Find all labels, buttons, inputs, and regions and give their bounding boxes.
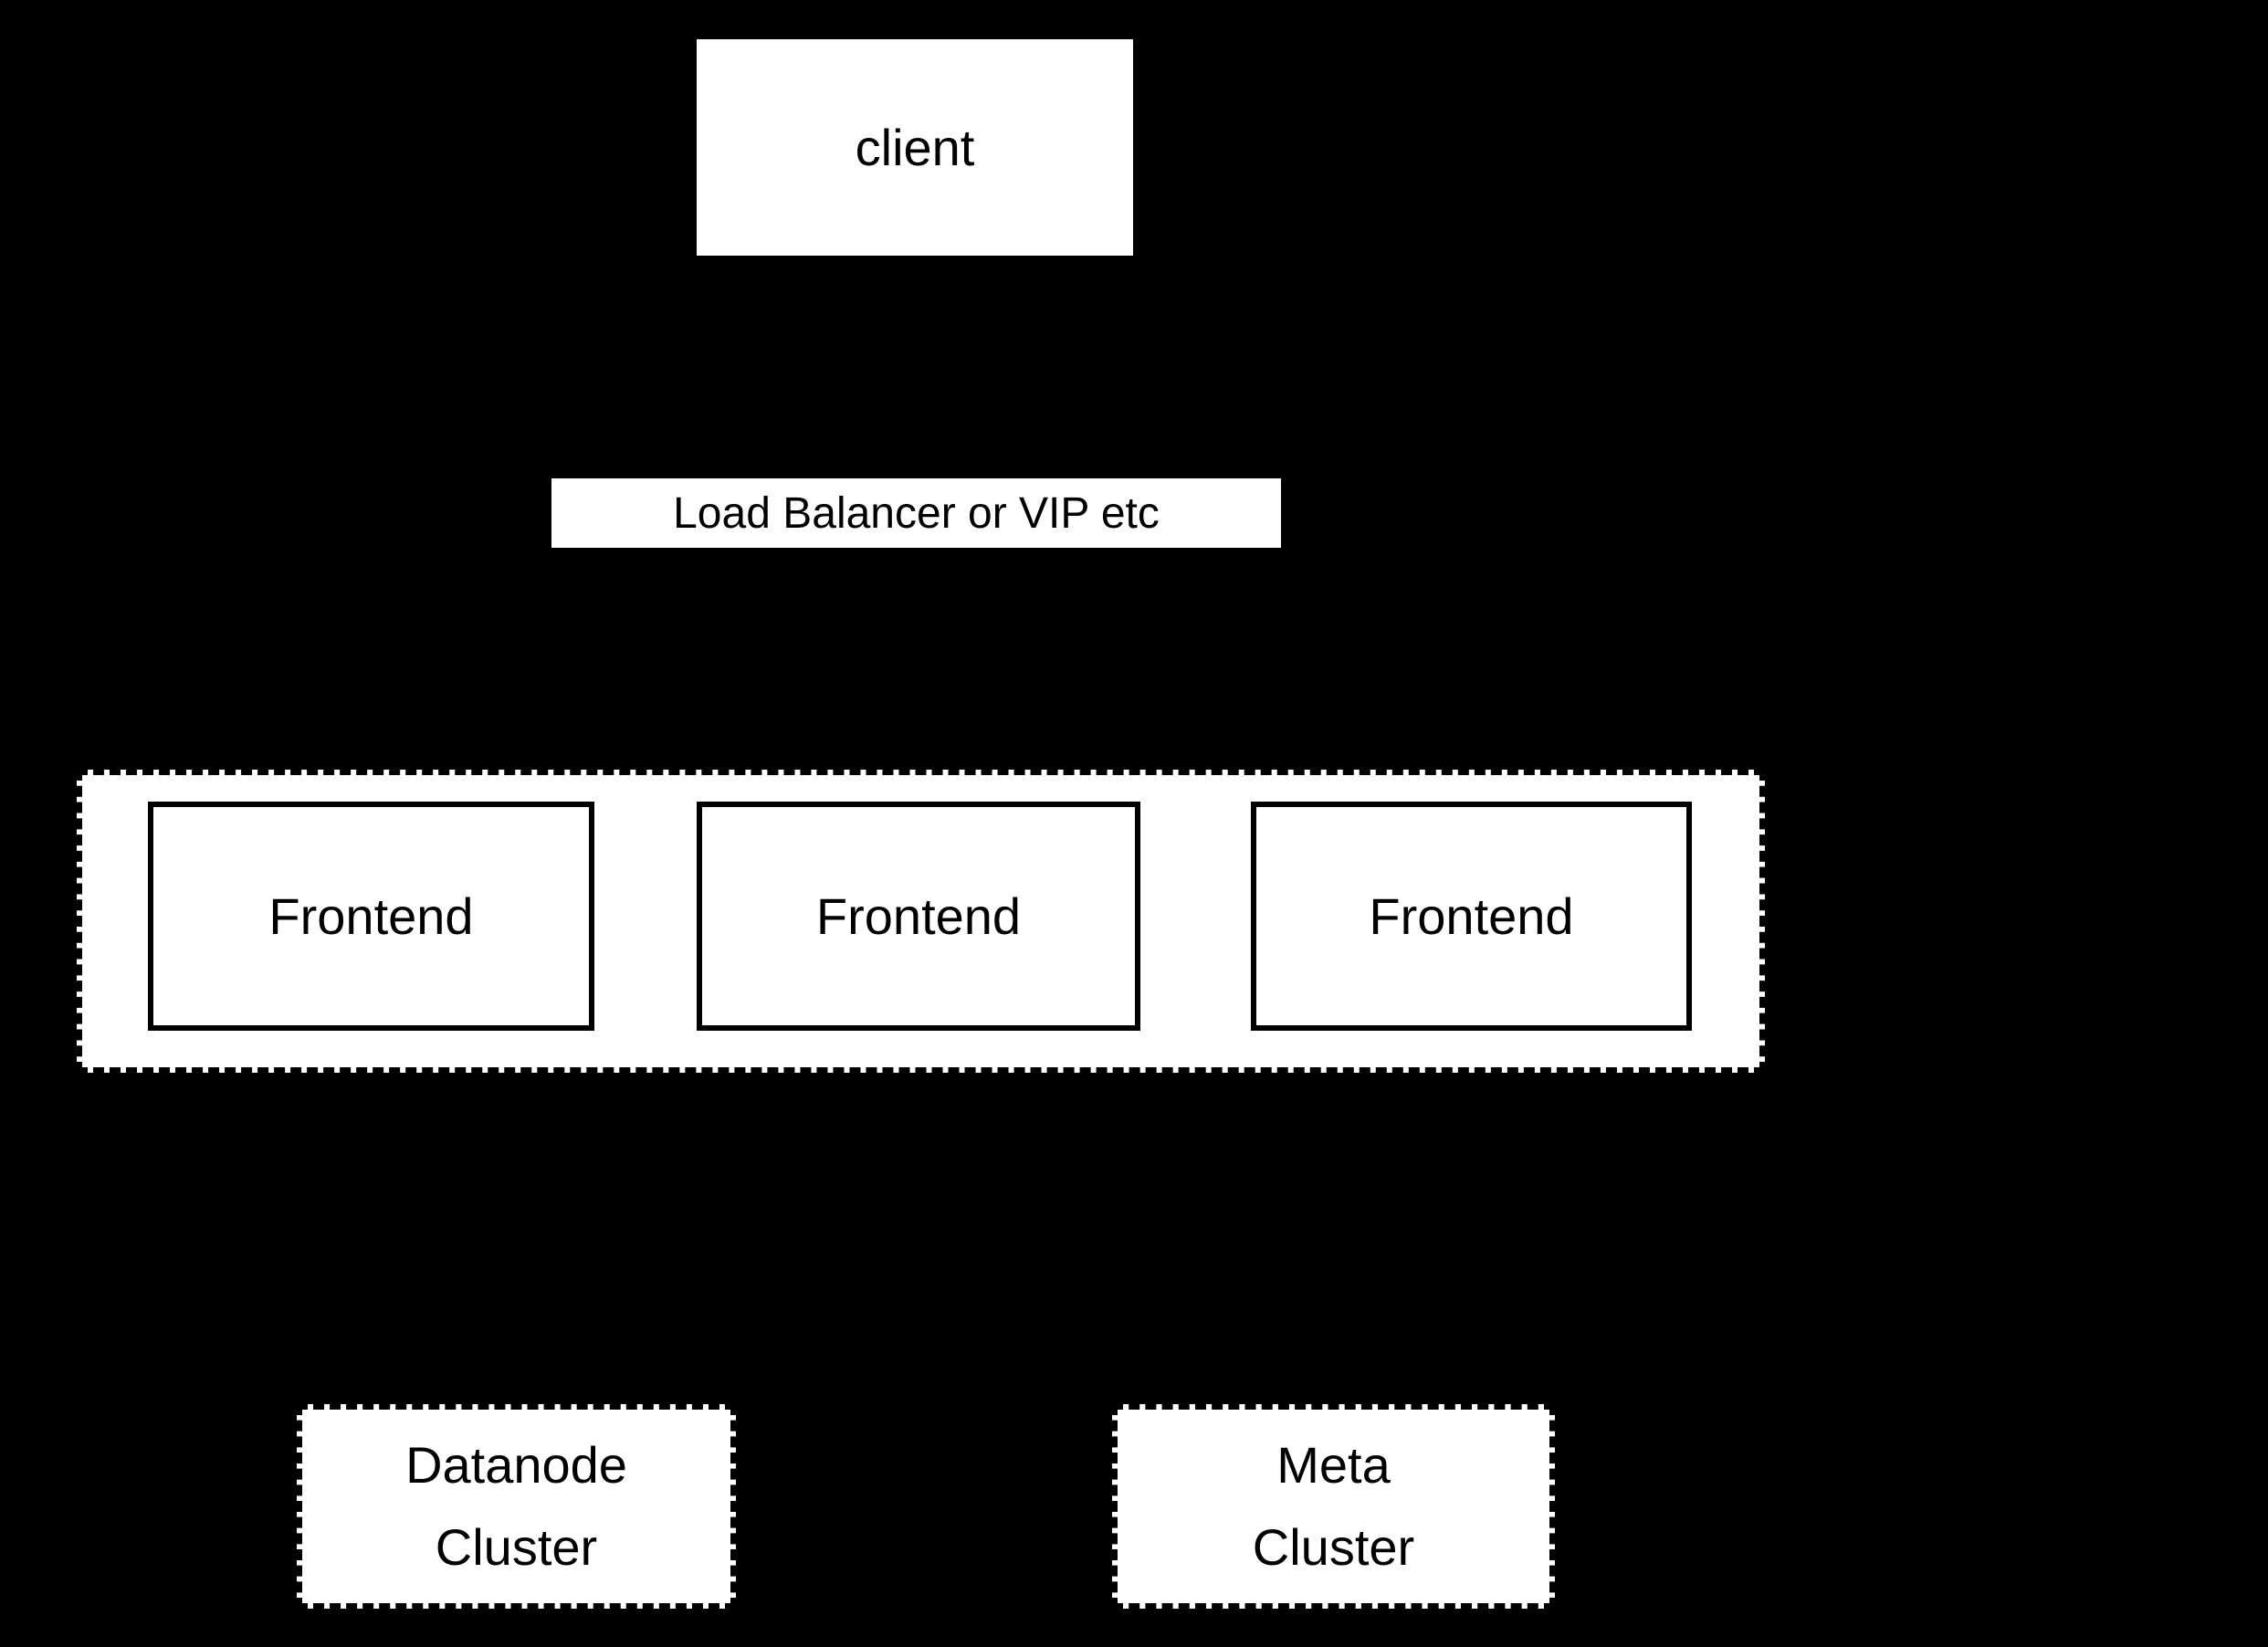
client-label: client	[855, 119, 975, 176]
frontend-node-2: Frontend	[697, 802, 1140, 1031]
frontend-label: Frontend	[268, 887, 474, 945]
frontend-label: Frontend	[815, 887, 1022, 945]
load-balancer-node: Load Balancer or VIP etc	[551, 478, 1281, 548]
datanode-cluster-node: Datanode Cluster	[297, 1404, 736, 1609]
meta-cluster-label-line2: Cluster	[1252, 1518, 1415, 1576]
client-node: client	[697, 39, 1133, 256]
frontend-node-1: Frontend	[148, 802, 594, 1031]
load-balancer-label: Load Balancer or VIP etc	[673, 488, 1160, 538]
meta-cluster-node: Meta Cluster	[1112, 1404, 1555, 1609]
datanode-cluster-label-line1: Datanode	[405, 1436, 627, 1494]
meta-cluster-label-line1: Meta	[1276, 1436, 1391, 1494]
frontend-label: Frontend	[1369, 887, 1574, 945]
datanode-cluster-label-line2: Cluster	[435, 1518, 598, 1576]
frontend-node-3: Frontend	[1251, 802, 1692, 1031]
